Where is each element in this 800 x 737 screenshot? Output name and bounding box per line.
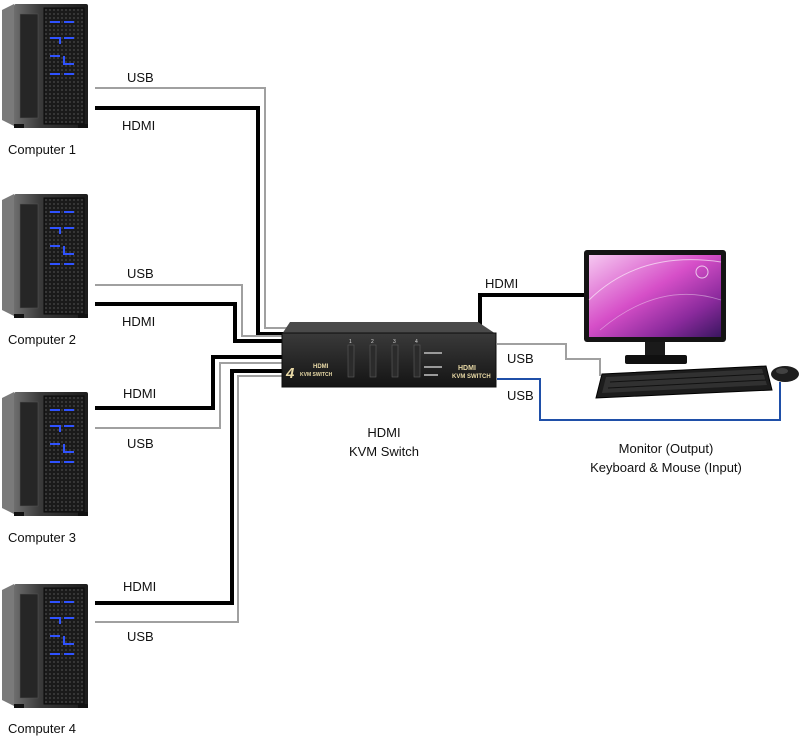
port-selector-button — [391, 344, 399, 378]
computer-tower-icon — [1, 193, 89, 319]
computer-label: Computer 3 — [8, 530, 76, 545]
port-label: 1 — [349, 339, 352, 345]
monitor-icon — [584, 250, 726, 364]
cable-label: USB — [507, 351, 534, 366]
hdmi-cable-computer-4 — [95, 369, 285, 605]
kvm-device-brand: KVM SWITCH — [452, 374, 491, 380]
computer-label: Computer 1 — [8, 142, 76, 157]
kvm-switch: 4 HDMI KVM SWITCH 1 2 3 4 HDMI KVM SWITC… — [281, 322, 497, 388]
cable-label: HDMI — [123, 579, 156, 594]
computer-label: Computer 4 — [8, 721, 76, 736]
port-label: 3 — [393, 339, 396, 345]
output-caption: Keyboard & Mouse (Input) — [590, 460, 742, 475]
cable-label: HDMI — [123, 386, 156, 401]
port-label: 4 — [415, 339, 418, 345]
kvm-device-brand: HDMI — [458, 365, 476, 372]
cable-label: USB — [127, 266, 154, 281]
cable-label: USB — [127, 629, 154, 644]
cable-label: HDMI — [485, 276, 518, 291]
port-selector-button — [347, 344, 355, 378]
kvm-device-number: 4 — [285, 365, 295, 382]
cable-label: HDMI — [122, 314, 155, 329]
computer-label: Computer 2 — [8, 332, 76, 347]
usb-cable-keyboard — [497, 343, 601, 376]
hdmi-cable-computer-3 — [95, 355, 285, 410]
port-label: 2 — [371, 339, 374, 345]
computer-4: Computer 4 HDMI USB — [1, 579, 156, 736]
kvm-caption: HDMI — [367, 425, 400, 440]
usb-cable-computer-2 — [95, 284, 290, 337]
cable-label: USB — [127, 436, 154, 451]
keyboard-icon — [595, 365, 773, 399]
computer-3: Computer 3 HDMI USB — [1, 386, 156, 545]
kvm-device-brand: HDMI — [313, 364, 329, 370]
cable-label: USB — [507, 388, 534, 403]
cable-label: USB — [127, 70, 154, 85]
kvm-port-selectors: 1 2 3 4 — [347, 339, 421, 378]
hdmi-cable-monitor — [478, 293, 612, 332]
kvm-device-brand: KVM SWITCH — [300, 372, 333, 378]
usb-cable-computer-3 — [95, 362, 285, 429]
kvm-status-leds — [424, 352, 442, 376]
computer-1: Computer 1 USB HDMI — [1, 3, 155, 157]
computer-tower-icon — [1, 391, 89, 517]
port-selector-button — [369, 344, 377, 378]
computer-tower-icon — [1, 583, 89, 709]
hdmi-cable-computer-1 — [95, 106, 290, 336]
mouse-icon — [771, 366, 799, 382]
cable-label: HDMI — [122, 118, 155, 133]
port-selector-button — [413, 344, 421, 378]
computer-2: Computer 2 USB HDMI — [1, 193, 155, 347]
usb-cable-computer-1 — [95, 87, 290, 329]
computer-tower-icon — [1, 3, 89, 129]
usb-cable-computer-4 — [95, 375, 285, 623]
hdmi-cable-computer-2 — [95, 302, 290, 343]
usb-cable-mouse — [497, 378, 781, 421]
output-caption: Monitor (Output) — [619, 441, 714, 456]
kvm-caption: KVM Switch — [349, 444, 419, 459]
